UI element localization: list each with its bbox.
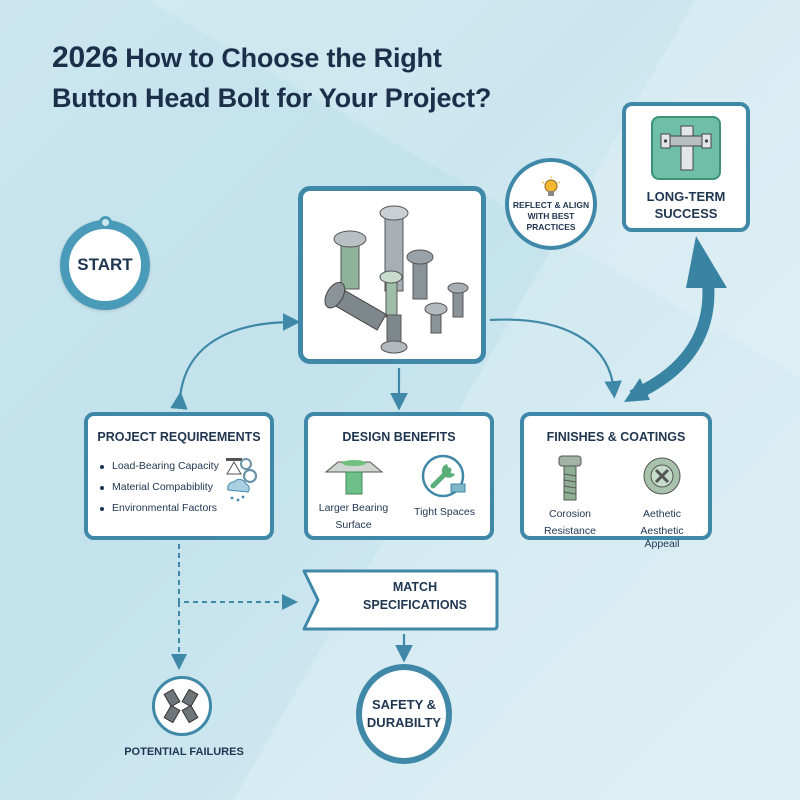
project-requirements-card[interactable]: PROJECT REQUIREMENTS Load-Bearing Capaci…: [84, 412, 274, 540]
start-node[interactable]: START: [60, 216, 150, 310]
reflect-line2: WITH BEST: [527, 210, 575, 221]
design-title: DESIGN BENEFITS: [342, 430, 456, 444]
lightbulb-icon: [541, 175, 561, 196]
title-line1: How to Choose the Right: [117, 43, 442, 73]
safety-line1: SAFETY &: [371, 697, 437, 712]
reflect-line3: PRACTICES: [526, 221, 576, 232]
match-line2: SPECIFICATIONS: [363, 598, 467, 612]
finish-aesthetic: Aethetic Aesthetic Appeail: [622, 454, 702, 551]
title-year: 2026: [52, 41, 118, 74]
bracket-bolt-icon: [651, 116, 721, 180]
long-term-success-card[interactable]: LONG-TERM SUCCESS: [622, 102, 750, 232]
match-line1: MATCH: [392, 580, 438, 594]
bolts-image-card: [298, 186, 486, 364]
bolt-icon: [558, 455, 582, 501]
safety-line2: DURABILTY: [366, 715, 442, 730]
potential-failures-node[interactable]: [152, 676, 212, 736]
requirements-list: Load-Bearing Capacity Material Compabibl…: [100, 456, 270, 519]
success-line1: LONG-TERM: [646, 189, 726, 204]
match-specifications-node[interactable]: MATCH SPECIFICATIONS: [300, 568, 500, 632]
finish-corrosion: Corosion Resistance: [530, 454, 610, 551]
banner-shape: [302, 569, 499, 631]
broken-bolts-icon: [163, 688, 199, 724]
potential-failures-label: POTENTIAL FAILURES: [124, 746, 244, 758]
title-line2: Button Head Bolt for Your Project?: [52, 83, 492, 113]
list-item: Material Compabiblity: [100, 477, 270, 498]
page-title: 2026 How to Choose the Right Button Head…: [52, 38, 491, 118]
reflect-line1: REFLECT & ALIGN: [512, 199, 590, 210]
list-item: Environmental Factors: [100, 498, 270, 519]
phillips-head-icon: [643, 457, 681, 495]
finishes-title: FINISHES & COATINGS: [546, 430, 686, 444]
list-item: Load-Bearing Capacity: [100, 456, 270, 477]
success-line2: SUCCESS: [654, 206, 718, 221]
start-label: START: [77, 255, 133, 274]
requirements-title: PROJECT REQUIREMENTS: [97, 430, 261, 444]
bearing-surface-icon: [324, 460, 383, 495]
reflect-align-node[interactable]: REFLECT & ALIGN WITH BEST PRACTICES: [505, 158, 597, 250]
load-gear-cloud-icon: [226, 458, 258, 502]
benefit-tight-spaces: Tight Spaces: [405, 454, 485, 532]
benefit-larger-bearing: Larger Bearing Surface: [314, 454, 394, 532]
finishes-coatings-card[interactable]: FINISHES & COATINGS Corosion Resistance …: [520, 412, 712, 550]
wrench-icon: [421, 454, 465, 498]
bolts-illustration: [324, 205, 469, 354]
safety-durability-node[interactable]: SAFETY & DURABILTY: [356, 664, 452, 764]
design-benefits-card[interactable]: DESIGN BENEFITS Larger Bearing Surface T…: [304, 412, 494, 540]
progress-dot: [99, 216, 112, 229]
